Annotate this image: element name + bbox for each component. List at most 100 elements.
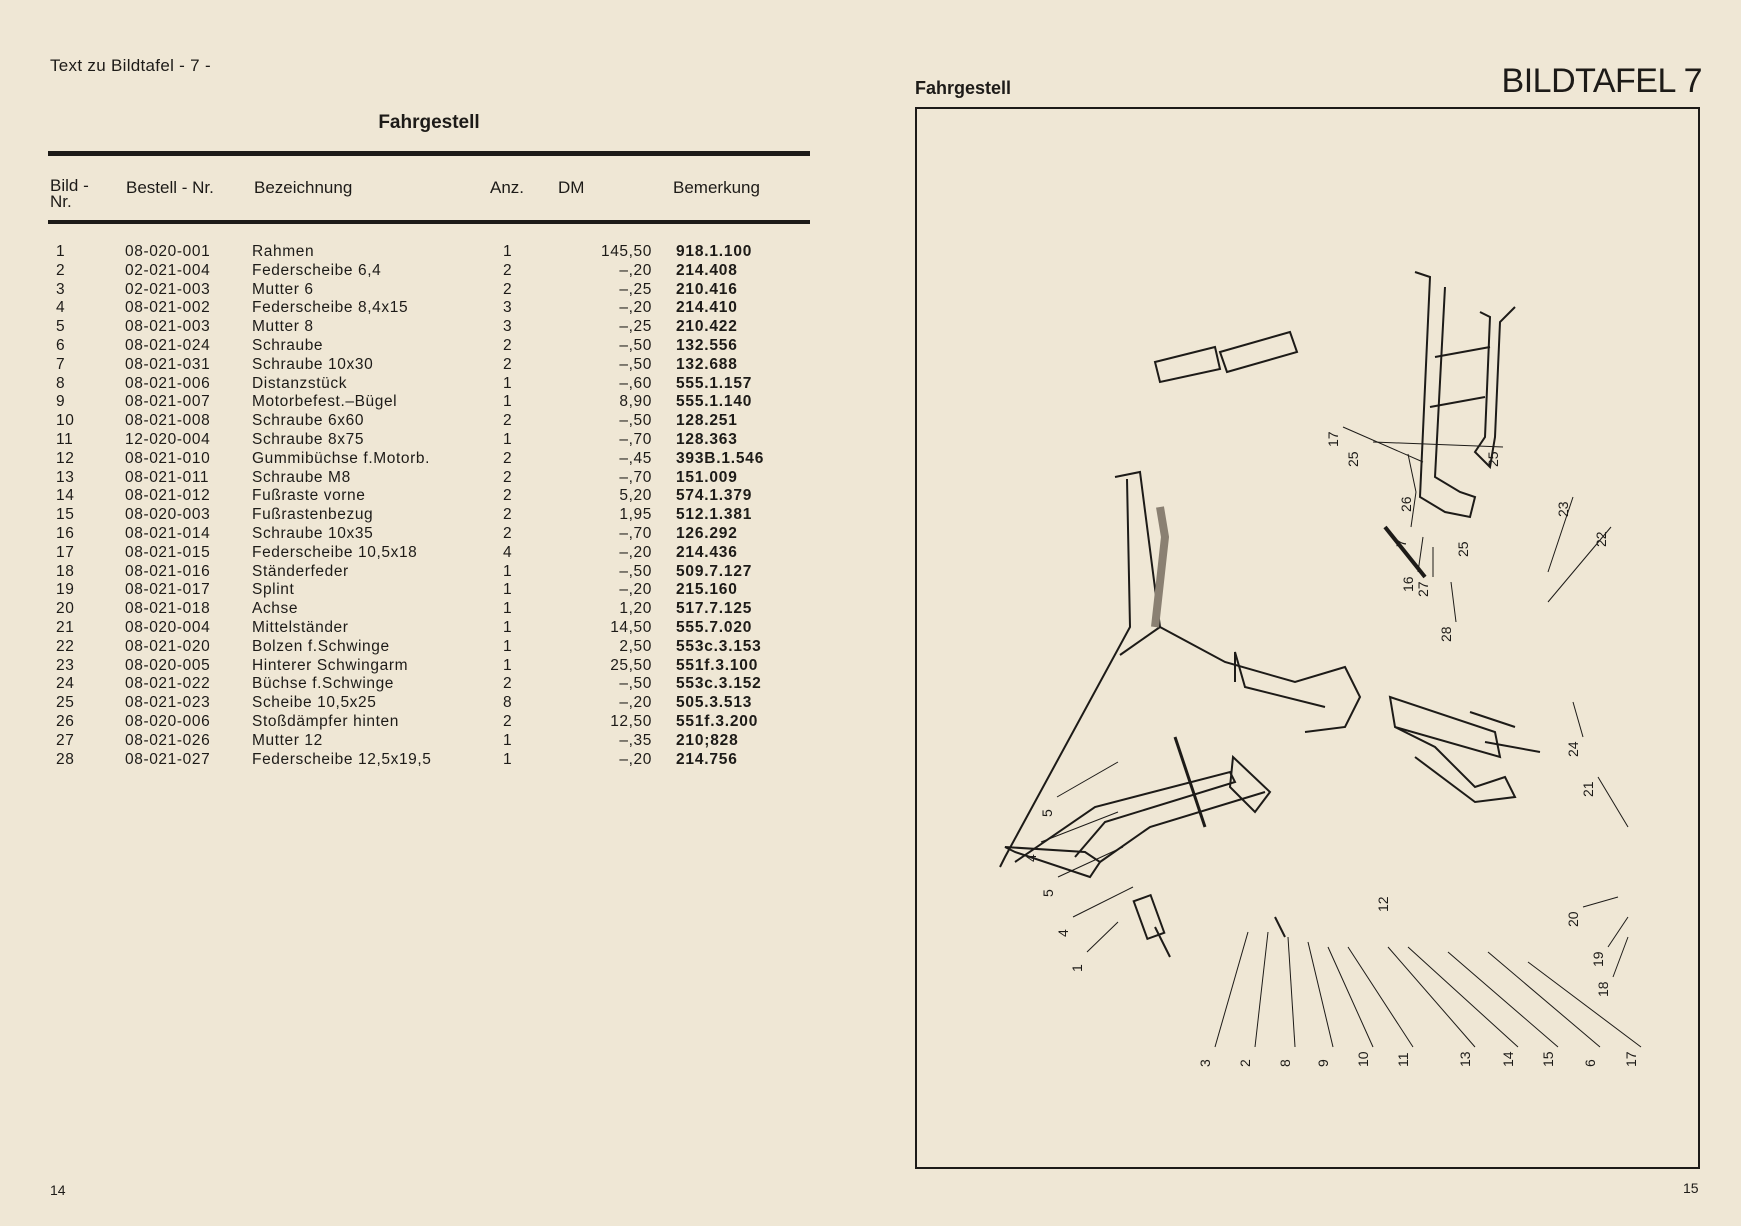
cell-dm: –,60 <box>619 374 652 392</box>
cell-bemerkung: 555.7.020 <box>676 618 753 636</box>
leader-line <box>1572 701 1584 738</box>
cell-dm: 8,90 <box>619 393 652 411</box>
cell-bild-nr: 13 <box>56 468 75 486</box>
plate-title: BILDTAFEL 7 <box>1501 62 1703 100</box>
cell-bestell-nr: 12-020-004 <box>125 430 211 448</box>
cell-dm: –,35 <box>619 731 652 749</box>
cell-bezeichnung: Scheibe 10,5x25 <box>252 694 377 712</box>
callout-16: 16 <box>1400 576 1416 592</box>
cell-bild-nr: 20 <box>56 600 75 618</box>
callout-18: 18 <box>1595 981 1611 997</box>
cell-bezeichnung: Schraube M8 <box>252 468 351 486</box>
leader-line <box>1342 426 1424 463</box>
cell-bild-nr: 25 <box>56 694 75 712</box>
cell-bemerkung: 553c.3.153 <box>676 637 762 655</box>
cell-bezeichnung: Splint <box>252 581 295 599</box>
cell-bestell-nr: 08-021-002 <box>125 299 211 317</box>
cell-bezeichnung: Motorbefest.–Bügel <box>252 393 398 411</box>
cell-dm: –,50 <box>619 562 652 580</box>
cell-bemerkung: 128.363 <box>676 430 738 448</box>
cell-bezeichnung: Mutter 6 <box>252 280 314 298</box>
cell-bezeichnung: Schraube 10x30 <box>252 355 374 373</box>
cell-bemerkung: 512.1.381 <box>676 506 753 524</box>
leader-line <box>1547 496 1574 573</box>
cell-bestell-nr: 08-021-022 <box>125 675 211 693</box>
cell-bemerkung: 555.1.140 <box>676 393 753 411</box>
callout-20: 20 <box>1565 911 1581 927</box>
col-header-bild-nr: Bild - Nr. <box>50 176 89 211</box>
leader-line <box>1372 441 1504 448</box>
cell-bestell-nr: 08-021-003 <box>125 318 211 336</box>
cell-bestell-nr: 08-020-004 <box>125 618 211 636</box>
cell-bemerkung: 509.7.127 <box>676 562 753 580</box>
cell-bestell-nr: 08-020-006 <box>125 712 211 730</box>
cell-bezeichnung: Mittelständer <box>252 618 349 636</box>
cell-bestell-nr: 08-021-014 <box>125 524 211 542</box>
cell-anz: 1 <box>503 731 513 749</box>
cell-anz: 1 <box>503 430 513 448</box>
cell-bemerkung: 214.410 <box>676 299 738 317</box>
cell-anz: 2 <box>503 355 513 373</box>
leader-line <box>1417 536 1424 573</box>
cell-bild-nr: 3 <box>56 280 66 298</box>
leader-line <box>1214 931 1249 1048</box>
callout-12: 12 <box>1375 896 1391 912</box>
page-number-right: 15 <box>1683 1180 1699 1196</box>
cell-bild-nr: 4 <box>56 299 66 317</box>
callout-17: 17 <box>1623 1051 1639 1067</box>
cell-bestell-nr: 08-021-007 <box>125 393 211 411</box>
cell-dm: 14,50 <box>610 618 652 636</box>
callout-28: 28 <box>1438 626 1454 642</box>
callout-10: 10 <box>1355 1051 1371 1067</box>
callout-7: 7 <box>1393 539 1409 547</box>
cell-dm: –,25 <box>619 318 652 336</box>
cell-bild-nr: 11 <box>56 430 74 448</box>
cell-bemerkung: 132.556 <box>676 336 738 354</box>
cell-anz: 4 <box>503 543 513 561</box>
leader-line <box>1056 761 1119 798</box>
callout-5: 5 <box>1040 889 1056 897</box>
cell-dm: –,20 <box>619 299 652 317</box>
leader-line <box>1607 916 1629 948</box>
cell-anz: 2 <box>503 487 513 505</box>
cell-bezeichnung: Fußrastenbezug <box>252 506 374 524</box>
cell-bestell-nr: 08-020-005 <box>125 656 211 674</box>
callout-6: 6 <box>1582 1059 1598 1067</box>
cell-dm: –,70 <box>619 524 652 542</box>
cell-bild-nr: 5 <box>56 318 66 336</box>
cell-bemerkung: 551f.3.100 <box>676 656 759 674</box>
callout-21: 21 <box>1580 781 1596 797</box>
cell-anz: 2 <box>503 506 513 524</box>
cell-anz: 2 <box>503 412 513 430</box>
callout-25: 25 <box>1455 541 1471 557</box>
cell-dm: –,50 <box>619 355 652 373</box>
cell-bemerkung: 517.7.125 <box>676 600 753 618</box>
callout-14: 14 <box>1500 1051 1516 1067</box>
leader-line <box>1347 946 1414 1048</box>
cell-bestell-nr: 08-021-024 <box>125 336 211 354</box>
cell-anz: 1 <box>503 374 513 392</box>
cell-bezeichnung: Mutter 12 <box>252 731 323 749</box>
cell-bestell-nr: 08-021-026 <box>125 731 211 749</box>
cell-bemerkung: 210;828 <box>676 731 739 749</box>
leader-line <box>1407 946 1519 1048</box>
col-header-bestell-nr: Bestell - Nr. <box>126 178 214 197</box>
cell-bestell-nr: 08-021-015 <box>125 543 211 561</box>
cell-bild-nr: 1 <box>56 243 66 260</box>
leader-line <box>1487 951 1601 1048</box>
cell-bestell-nr: 08-021-017 <box>125 581 211 599</box>
